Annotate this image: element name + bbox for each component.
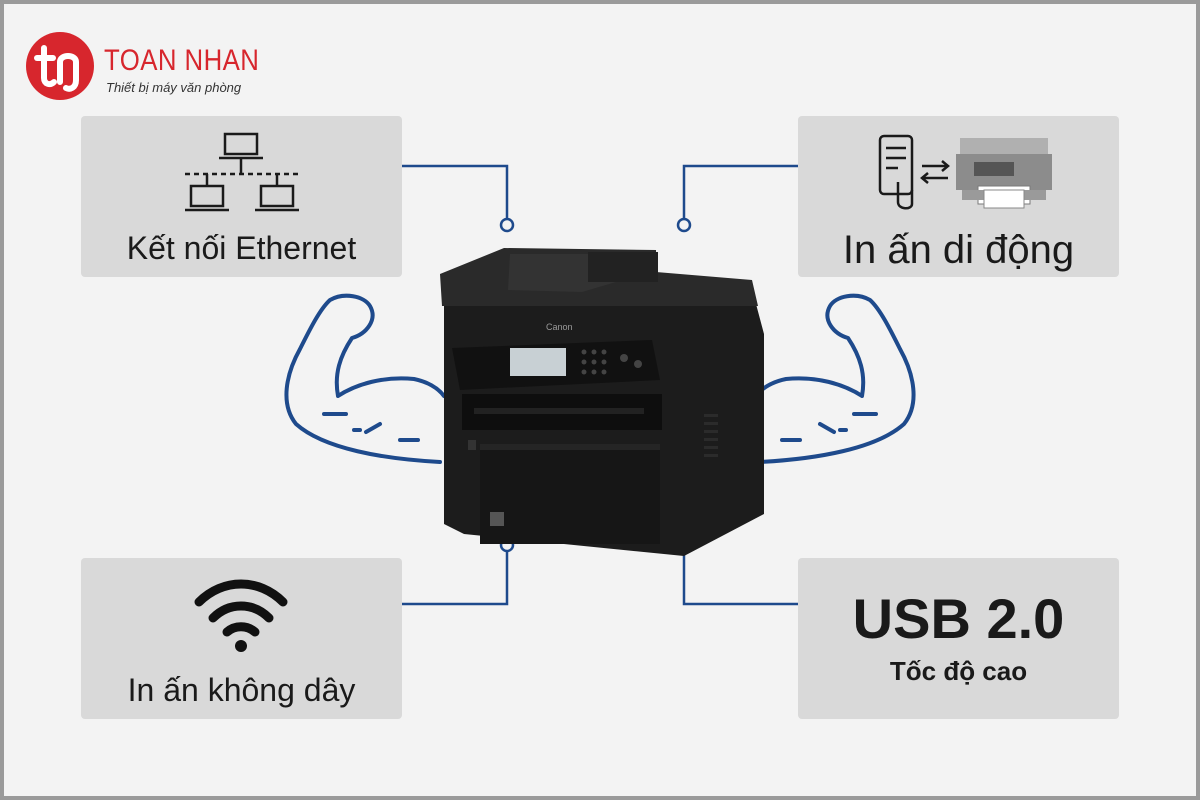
brand-tagline: Thiết bị máy văn phòng	[106, 80, 242, 95]
feature-card-mobile: In ấn di động	[798, 116, 1119, 277]
feature-card-wifi: In ấn không dây	[81, 558, 402, 719]
logo-tn-icon	[34, 45, 79, 92]
brand-logo-mark	[26, 32, 94, 100]
printer-image: Canon	[440, 248, 764, 556]
feature-card-ethernet: Kết nối Ethernet	[81, 116, 402, 277]
right-arm-icon	[754, 293, 916, 464]
left-arm-icon	[284, 293, 446, 464]
wireless-print-label: In ấn không dây	[127, 672, 356, 708]
infographic-canvas: TOAN NHAN Thiết bị máy văn phòng Kết nối…	[4, 4, 1196, 796]
network-laptops-icon	[185, 132, 301, 212]
wifi-icon	[194, 579, 288, 652]
feature-card-usb: USB 2.0 Tốc độ cao	[798, 558, 1119, 719]
brand-logo: TOAN NHAN Thiết bị máy văn phòng	[26, 28, 286, 108]
ethernet-label: Kết nối Ethernet	[126, 230, 357, 266]
phone-to-printer-icon	[878, 134, 1052, 210]
printer-brand-text: Canon	[546, 322, 573, 332]
connector-lines	[284, 164, 916, 606]
usb-subtitle: Tốc độ cao	[889, 656, 1028, 686]
brand-name: TOAN NHAN	[104, 44, 260, 77]
usb-title: USB 2.0	[852, 587, 1065, 650]
mobile-print-label: In ấn di động	[842, 228, 1075, 272]
